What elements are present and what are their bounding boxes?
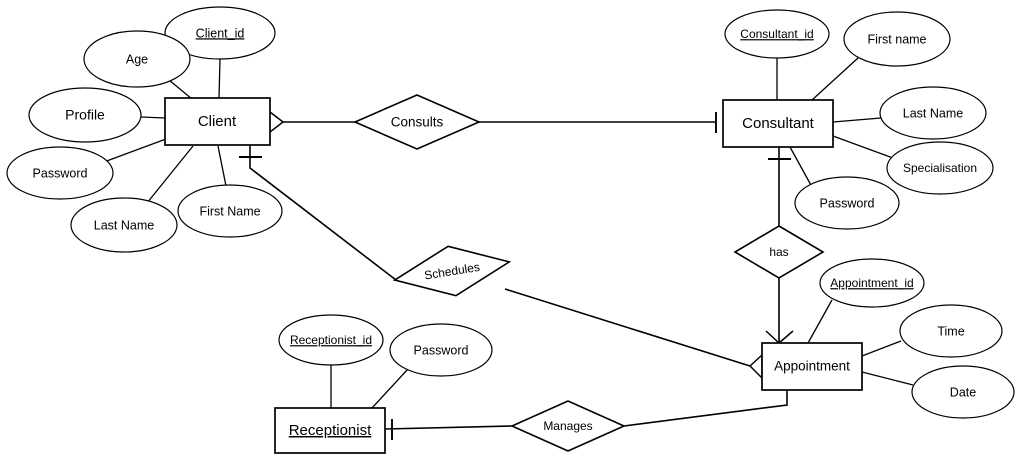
attribute-ellipse	[843, 11, 951, 67]
attribute-ellipse	[83, 30, 191, 88]
attribute-ellipse	[70, 197, 178, 253]
attribute-ellipse	[278, 314, 384, 366]
attribute-ellipse	[794, 176, 900, 230]
attribute-label: Time	[937, 324, 964, 338]
attribute-ellipse	[899, 304, 1003, 358]
connector-appointment-date	[861, 371, 914, 386]
relationship-has[interactable]: has	[733, 225, 825, 279]
attribute-ellipse	[28, 87, 142, 143]
attribute-consultant-password[interactable]: Password	[794, 176, 900, 230]
connector-client-age	[168, 79, 193, 100]
entity-rect	[761, 342, 863, 391]
attribute-label: Password	[414, 343, 469, 357]
entity-nodes: Client Consultant Appointment Receptioni…	[164, 97, 863, 454]
entity-rect	[274, 407, 386, 454]
attribute-label: Consultant_id	[740, 27, 813, 41]
attribute-label: Password	[33, 166, 88, 180]
attribute-label: First name	[867, 32, 926, 46]
entity-rect	[722, 99, 834, 148]
relationship-label: Manages	[543, 419, 592, 433]
attribute-label: Appointment_id	[830, 276, 913, 290]
relationship-diamond	[392, 245, 512, 297]
entity-label: Appointment	[774, 359, 850, 374]
attribute-consultant-lastname[interactable]: Last Name	[879, 86, 987, 140]
attribute-client-password[interactable]: Password	[6, 146, 114, 200]
attribute-consultant-specialisation[interactable]: Specialisation	[886, 141, 994, 195]
attribute-label: First Name	[199, 204, 260, 218]
cardinality-markers	[239, 111, 801, 440]
attribute-appointment-date[interactable]: Date	[911, 365, 1015, 419]
edge-manages-appointment	[623, 390, 788, 427]
attribute-appointment-id[interactable]: Appointment_id	[819, 258, 925, 308]
entity-label: Receptionist	[289, 422, 372, 439]
relationship-label: Consults	[391, 115, 444, 130]
attribute-label: Password	[820, 196, 875, 210]
connector-appointment-id	[807, 299, 833, 344]
attribute-label: Age	[126, 52, 148, 66]
connector-client-id	[218, 58, 221, 99]
connector-consultant-firstname	[811, 57, 859, 101]
connector-client-lastname	[146, 145, 194, 204]
edge-schedules-appointment	[504, 288, 751, 367]
relationship-manages[interactable]: Manages	[510, 400, 626, 452]
attribute-nodes: Client_id Age Profile Password Last Name…	[6, 6, 1015, 419]
attribute-appointment-time[interactable]: Time	[899, 304, 1003, 358]
attribute-ellipse	[177, 184, 283, 238]
entity-receptionist[interactable]: Receptionist	[274, 407, 386, 454]
attribute-consultant-id[interactable]: Consultant_id	[724, 9, 830, 59]
relationship-schedules[interactable]: Schedules	[391, 237, 513, 305]
attribute-ellipse	[389, 323, 493, 377]
entity-consultant[interactable]: Consultant	[722, 99, 834, 148]
attribute-label: Receptionist_id	[290, 333, 372, 347]
entity-client[interactable]: Client	[164, 97, 271, 146]
connector-client-password	[103, 138, 167, 163]
entity-label: Consultant	[742, 115, 815, 132]
connector-receptionist-password	[371, 368, 409, 409]
attribute-ellipse	[164, 6, 276, 60]
attribute-label: Client_id	[196, 26, 245, 40]
attribute-client-lastname[interactable]: Last Name	[70, 197, 178, 253]
connector-client-profile	[140, 116, 166, 119]
attribute-label: Last Name	[94, 218, 154, 232]
edge-receptionist-manages	[384, 425, 513, 430]
attribute-label: Date	[950, 385, 976, 399]
entity-rect	[164, 97, 271, 146]
crowfoot-client-consults	[269, 111, 284, 133]
entity-appointment[interactable]: Appointment	[761, 342, 863, 391]
connector-consultant-lastname	[832, 117, 882, 123]
attribute-client-id[interactable]: Client_id	[164, 6, 276, 60]
connector-consultant-password	[789, 146, 813, 188]
attribute-ellipse	[724, 9, 830, 59]
edge-client-schedules	[249, 145, 397, 281]
attribute-connectors	[103, 57, 914, 409]
attribute-ellipse	[886, 141, 994, 195]
relationship-diamond	[510, 400, 626, 452]
relationship-consults[interactable]: Consults	[352, 94, 482, 150]
attribute-label: Profile	[65, 107, 105, 123]
attribute-client-age[interactable]: Age	[83, 30, 191, 88]
relationship-label: has	[769, 245, 788, 259]
attribute-receptionist-password[interactable]: Password	[389, 323, 493, 377]
connector-client-firstname	[217, 145, 227, 187]
connector-consultant-specialisation	[832, 135, 894, 159]
connector-appointment-time	[861, 340, 902, 357]
entity-label: Client	[198, 113, 237, 130]
attribute-receptionist-id[interactable]: Receptionist_id	[278, 314, 384, 366]
crowfoot-schedules-appointment	[749, 354, 763, 379]
attribute-ellipse	[879, 86, 987, 140]
relationship-diamond	[352, 94, 482, 150]
relationship-diamond	[733, 225, 825, 279]
relationship-edges	[249, 121, 788, 430]
crowfoot-has-appointment	[765, 330, 794, 344]
attribute-client-profile[interactable]: Profile	[28, 87, 142, 143]
attribute-ellipse	[819, 258, 925, 308]
attribute-ellipse	[6, 146, 114, 200]
relationship-nodes: Consults Schedules has Manages	[352, 94, 825, 452]
attribute-consultant-firstname[interactable]: First name	[843, 11, 951, 67]
attribute-label: Specialisation	[903, 161, 977, 175]
attribute-client-firstname[interactable]: First Name	[177, 184, 283, 238]
attribute-label: Last Name	[903, 106, 963, 120]
attribute-ellipse	[911, 365, 1015, 419]
